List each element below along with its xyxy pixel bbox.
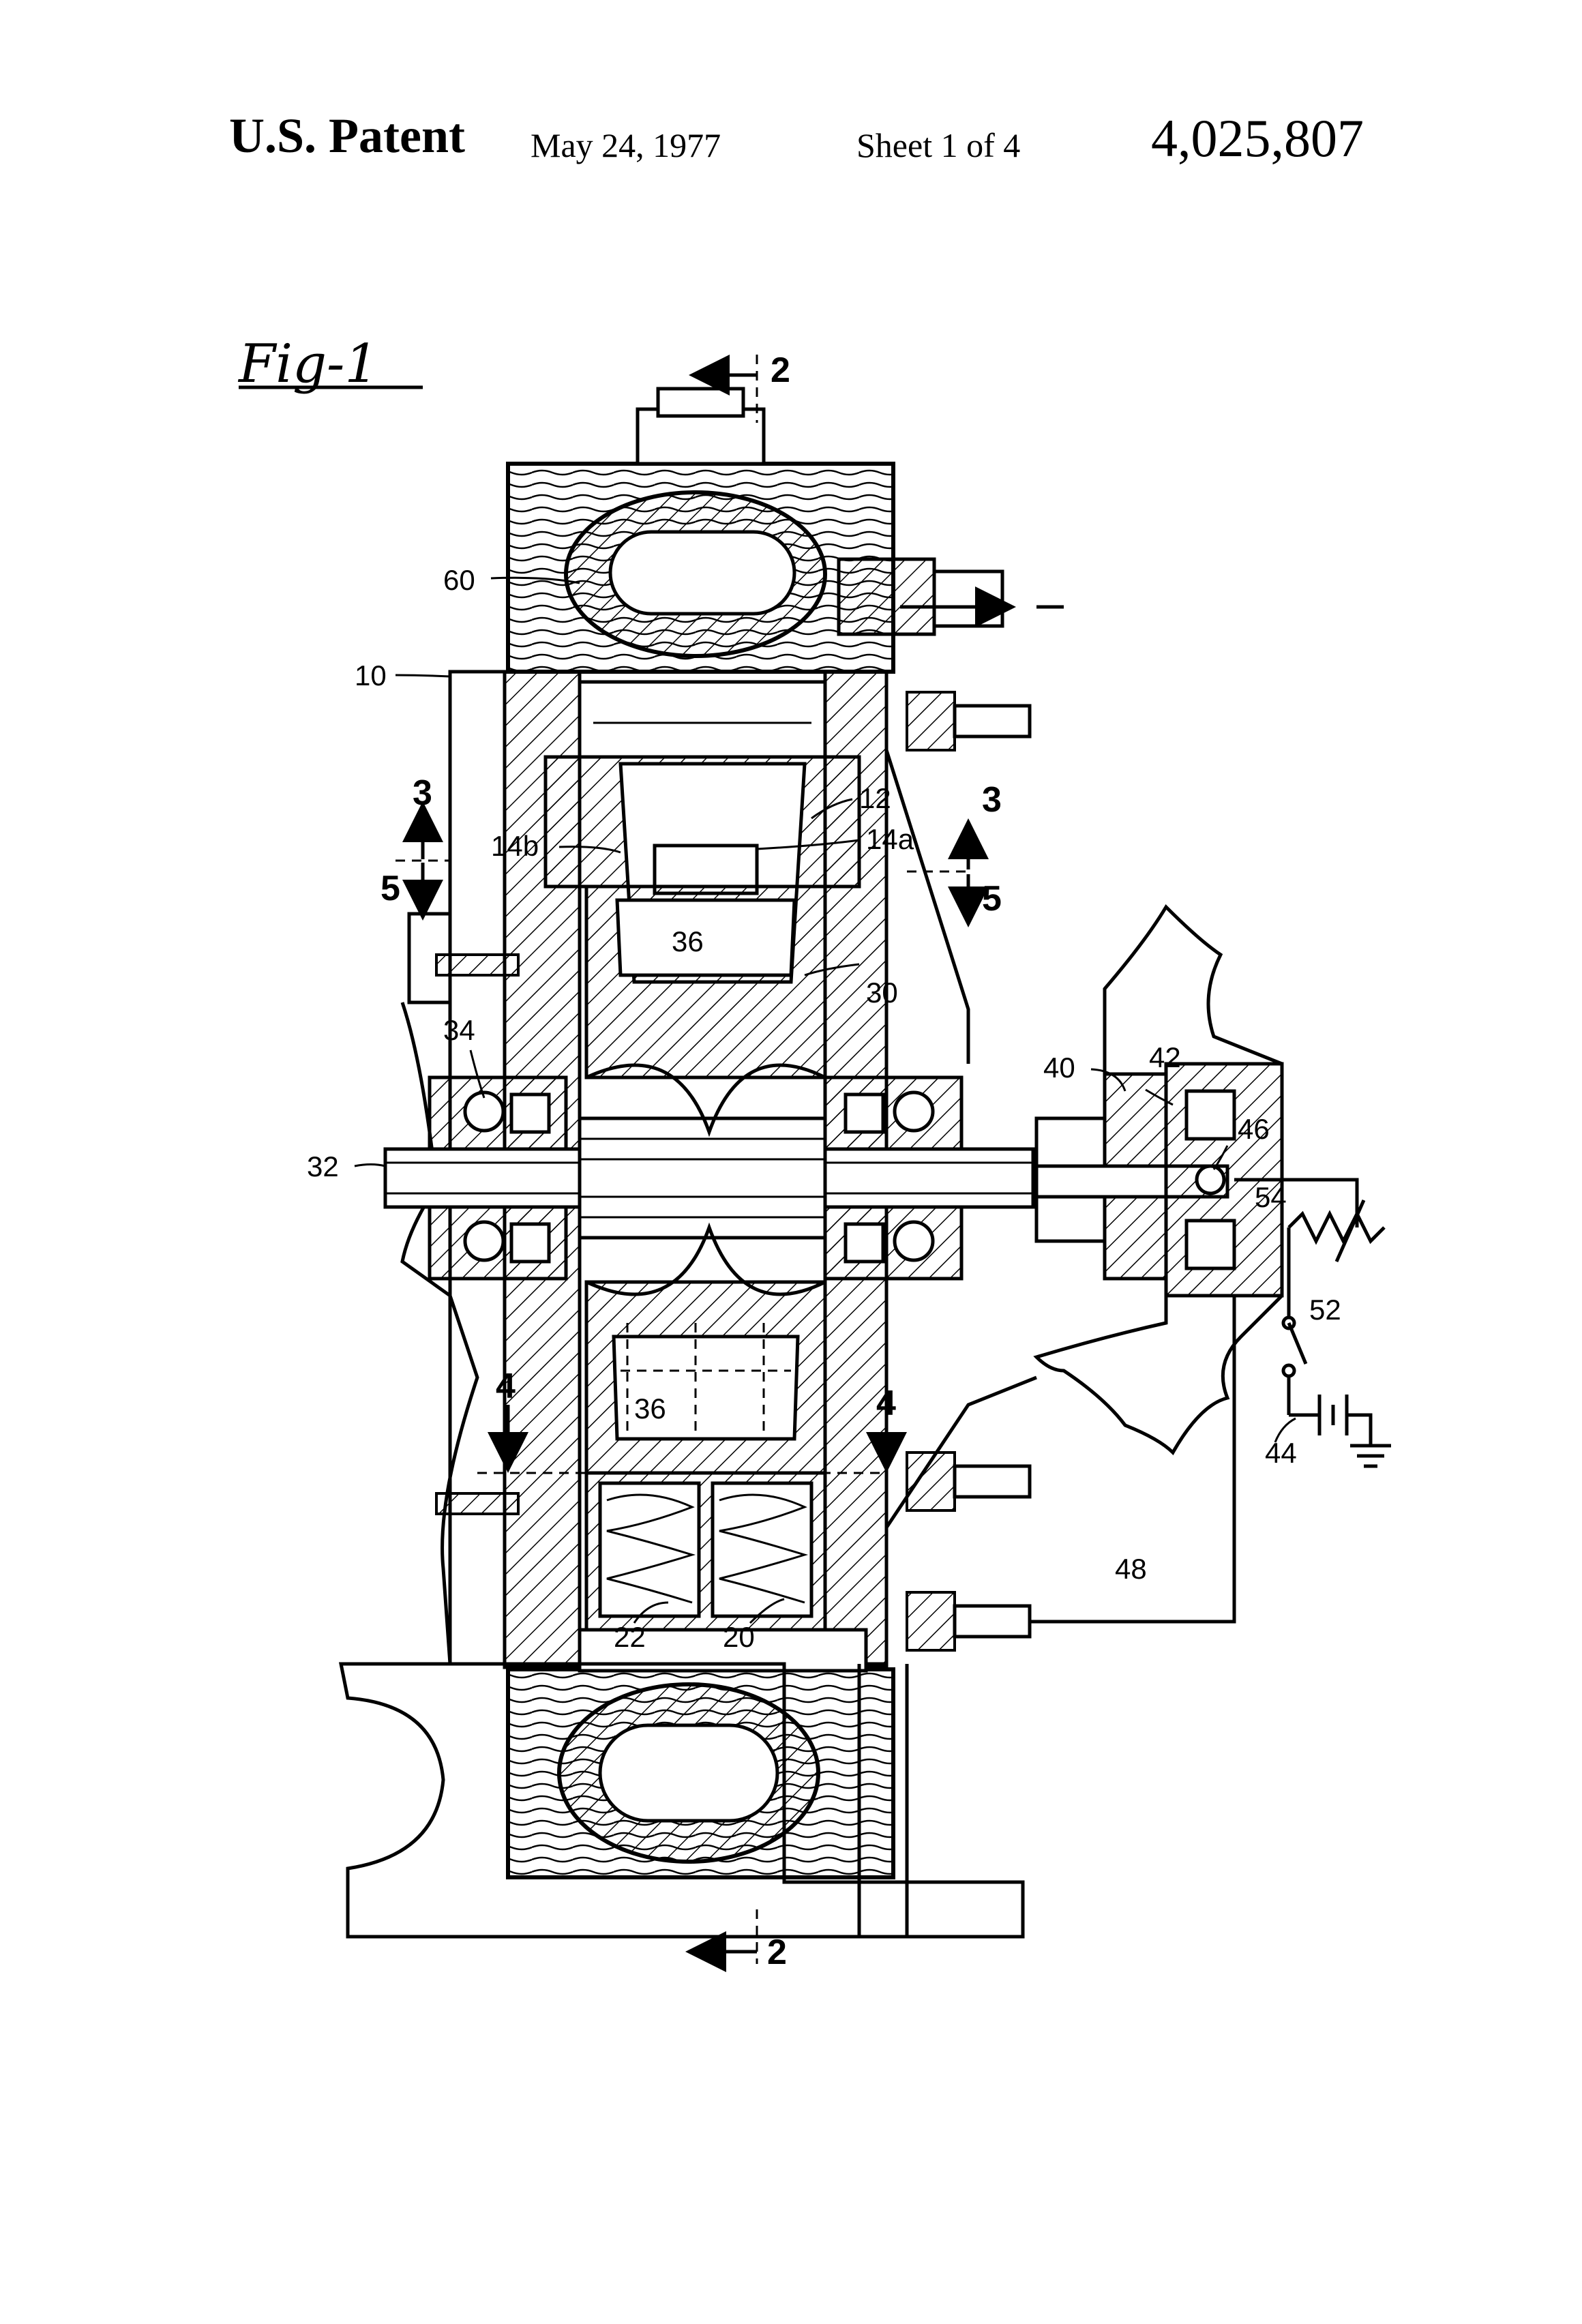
ref-48: 48: [1115, 1553, 1147, 1585]
ref-10: 10: [355, 659, 387, 691]
ref-40: 40: [1043, 1052, 1075, 1084]
ref-36-top: 36: [672, 925, 704, 957]
section-4-right: 4: [876, 1384, 896, 1423]
bottom-coil-housing: [508, 1669, 893, 1877]
ref-60: 60: [443, 564, 475, 596]
section-5-left: 5: [380, 869, 400, 908]
top-coil-housing: [508, 389, 1002, 672]
section-3-right: 3: [982, 780, 1002, 820]
ref-42: 42: [1149, 1041, 1181, 1073]
section-5-right: 5: [982, 879, 1002, 919]
ref-14a: 14a: [866, 823, 914, 855]
ref-32: 32: [307, 1150, 339, 1182]
ref-14b: 14b: [491, 830, 539, 862]
ref-12: 12: [859, 782, 891, 814]
ref-54: 54: [1255, 1181, 1287, 1213]
section-2-bottom: 2: [767, 1933, 787, 1972]
ref-22: 22: [614, 1621, 646, 1653]
ref-52: 52: [1309, 1294, 1341, 1326]
section-2-top: 2: [771, 351, 790, 390]
ref-34: 34: [443, 1014, 475, 1046]
section-4-left: 4: [496, 1367, 516, 1406]
ref-30: 30: [866, 977, 898, 1009]
ref-46: 46: [1238, 1113, 1270, 1145]
section-3-left: 3: [413, 773, 432, 813]
ref-20: 20: [723, 1621, 755, 1653]
ref-44: 44: [1265, 1437, 1297, 1469]
ref-36-bottom: 36: [634, 1392, 666, 1425]
